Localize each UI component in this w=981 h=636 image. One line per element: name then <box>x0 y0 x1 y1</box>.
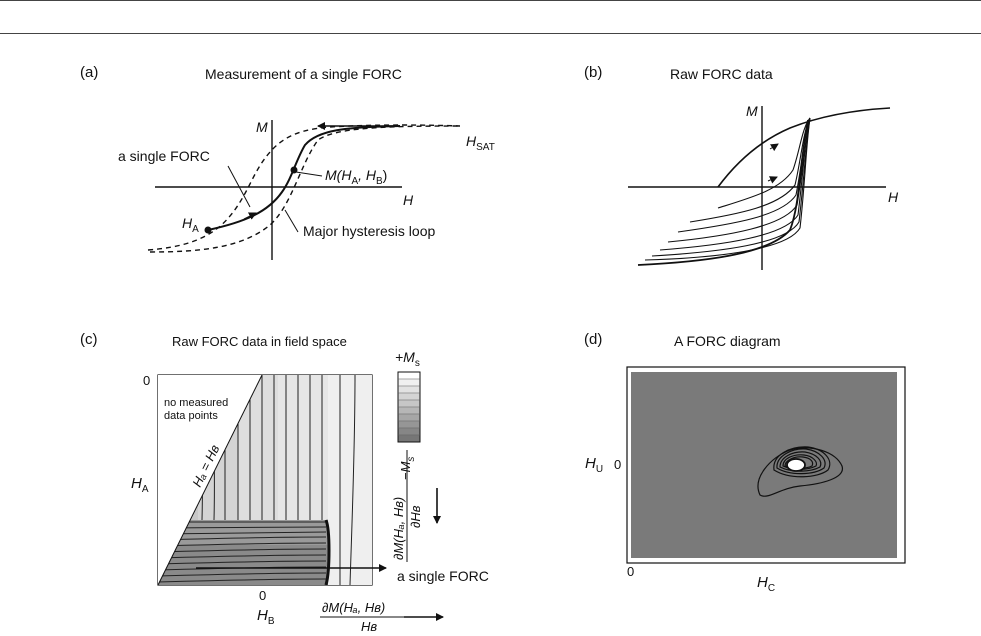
key-step-8 <box>399 422 420 429</box>
h-u-label: HU <box>585 455 603 475</box>
forc-diagram-background <box>631 372 897 558</box>
h-sat-label: HSAT <box>466 133 495 153</box>
h-c-label: HC <box>757 574 775 594</box>
forc-peak <box>787 459 805 471</box>
key-step-9 <box>399 429 420 436</box>
m-point-label: M(HA, HB) <box>325 167 387 187</box>
forc-curve-2 <box>690 118 810 222</box>
key-step-1 <box>399 373 420 380</box>
panel-d-zero-bottom: 0 <box>627 564 634 579</box>
panel-d-letter: (d) <box>584 331 602 348</box>
key-step-6 <box>399 408 420 415</box>
key-step-2 <box>399 380 420 387</box>
panel-b-m-label: M <box>746 103 758 119</box>
forc-curve-5 <box>660 118 810 250</box>
h-a-label: HA <box>182 215 199 235</box>
forc-curve-3 <box>678 118 810 232</box>
no-data-line-1: no measured <box>164 397 228 409</box>
panel-a: (a) Measurement of a single FORC M H a s… <box>80 64 495 260</box>
panel-a-m-label: M <box>256 119 268 135</box>
key-step-7 <box>399 415 420 422</box>
panel-a-letter: (a) <box>80 64 98 81</box>
forc-family-arrow <box>768 177 777 181</box>
no-data-line-2: data points <box>164 410 218 422</box>
panel-b-letter: (b) <box>584 64 602 81</box>
panel-b-h-label: H <box>888 189 899 205</box>
deriv-vertical-denominator: ∂Hʙ <box>408 505 423 528</box>
key-step-3 <box>399 387 420 394</box>
major-loop-label: Major hysteresis loop <box>303 223 435 239</box>
panel-c-title: Raw FORC data in field space <box>172 334 347 349</box>
panel-c-single-forc-label: a single FORC <box>397 568 489 584</box>
panel-a-title: Measurement of a single FORC <box>205 66 402 82</box>
deriv-horizontal-numerator: ∂M(Hₐ, Hʙ) <box>322 600 385 615</box>
major-loop-leader <box>285 210 298 232</box>
panel-d: (d) A FORC diagram HU 0 0 HC <box>584 331 905 594</box>
forc-curve-7 <box>645 118 810 260</box>
panel-b: (b) Raw FORC data M H <box>584 64 899 270</box>
forc-upper-arrow <box>770 144 778 149</box>
key-step-10 <box>399 436 420 442</box>
panel-a-h-label: H <box>403 192 414 208</box>
point-h-a <box>205 227 212 234</box>
single-forc-label: a single FORC <box>118 148 210 164</box>
key-step-5 <box>399 401 420 408</box>
panel-c-h-a-label: HA <box>131 475 149 495</box>
panel-c-zero-bottom: 0 <box>259 588 266 603</box>
panel-c-letter: (c) <box>80 331 98 348</box>
panel-d-zero-left: 0 <box>614 457 621 472</box>
deriv-vertical-numerator: ∂M(Hₐ, Hʙ) <box>391 497 406 560</box>
panel-c-zero-left: 0 <box>143 373 150 388</box>
panel-c: (c) Raw FORC data in field space <box>80 331 489 634</box>
panel-d-title: A FORC diagram <box>674 333 781 349</box>
panel-b-title: Raw FORC data <box>670 66 773 82</box>
key-step-4 <box>399 394 420 401</box>
grayscale-key <box>398 372 420 442</box>
panel-c-h-b-label: HB <box>257 607 275 627</box>
deriv-horizontal-denominator: Hʙ <box>361 619 377 634</box>
plus-ms-label: +Ms <box>395 349 420 369</box>
